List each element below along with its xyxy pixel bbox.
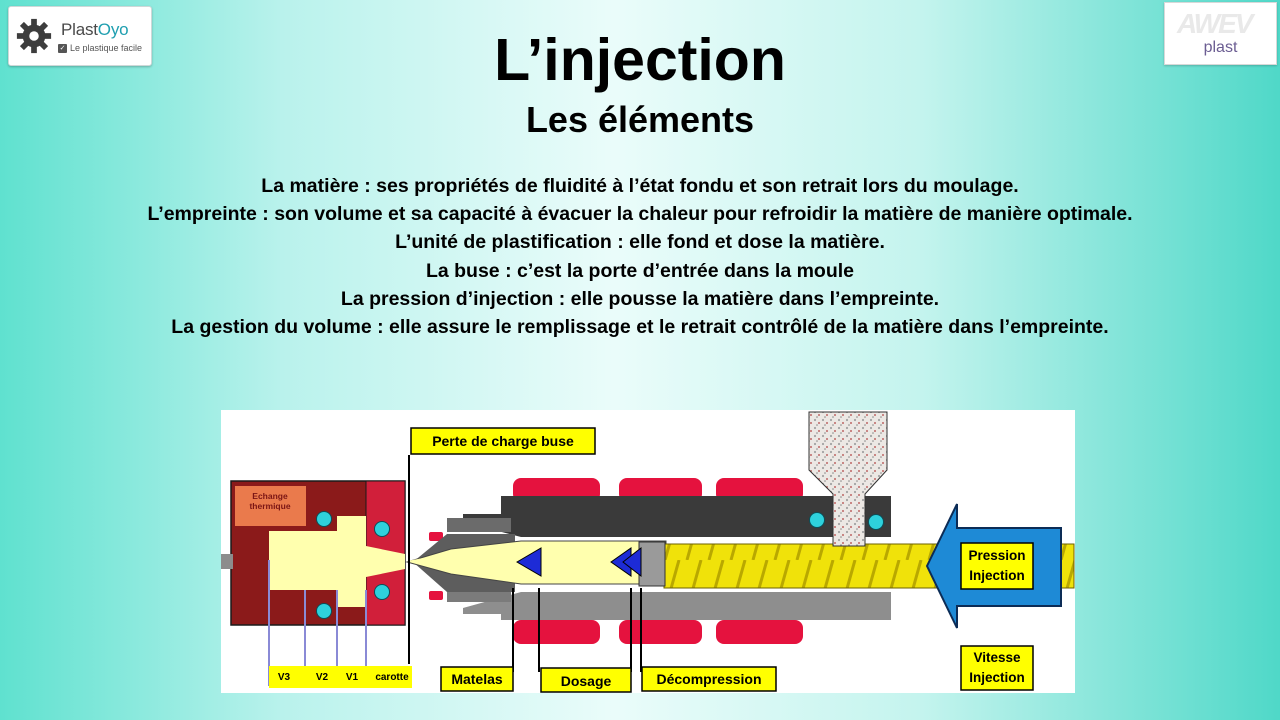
label-v1: V1 bbox=[346, 672, 359, 683]
nozzle-channel bbox=[407, 553, 457, 571]
echange-thermique-box bbox=[235, 486, 306, 526]
logo-brand-name: PlastOyo bbox=[61, 20, 129, 39]
nozzle-heater bbox=[429, 591, 443, 600]
awev-plast-logo: AWEV plast bbox=[1164, 2, 1277, 65]
list-item: La gestion du volume : elle assure le re… bbox=[171, 316, 1109, 339]
gear-icon bbox=[16, 18, 52, 54]
cooling-channel bbox=[316, 511, 332, 527]
vitesse-injection-label bbox=[960, 645, 1034, 691]
page-subtitle: Les éléments bbox=[525, 99, 755, 140]
cooling-channel bbox=[809, 512, 825, 528]
check-ring-cone bbox=[516, 547, 542, 577]
hopper bbox=[808, 411, 888, 547]
label-matelas: Matelas bbox=[451, 671, 503, 687]
matelas-label bbox=[440, 666, 514, 692]
label-v3: V3 bbox=[278, 672, 291, 683]
cooling-channel bbox=[374, 584, 390, 600]
pression-injection-label bbox=[960, 542, 1034, 590]
v-labels-box bbox=[269, 666, 412, 688]
perte-charge-label bbox=[410, 427, 596, 455]
heater-band bbox=[716, 620, 803, 644]
barrel-bottom bbox=[463, 592, 891, 620]
cooling-channel bbox=[868, 514, 884, 530]
cooling-channel bbox=[374, 521, 390, 537]
logo-mark: AWEV bbox=[1177, 8, 1253, 39]
label-echange-1: Echange bbox=[252, 491, 288, 501]
label-pression-2: Injection bbox=[969, 568, 1025, 583]
nozzle-body bbox=[447, 518, 511, 532]
heater-band bbox=[513, 620, 600, 644]
list-item: La matière : ses propriétés de fluidité … bbox=[261, 175, 1019, 197]
nozzle-heater bbox=[429, 532, 443, 541]
label-vitesse-1: Vitesse bbox=[973, 650, 1021, 665]
label-carotte: carotte bbox=[375, 672, 409, 683]
label-perte-charge: Perte de charge buse bbox=[432, 433, 574, 449]
label-echange-2: thermique bbox=[249, 501, 290, 511]
logo-sub: plast bbox=[1203, 39, 1238, 56]
heater-band bbox=[619, 620, 702, 644]
injection-unit-svg: Echange thermique bbox=[221, 410, 1075, 693]
decompression-label bbox=[641, 666, 777, 692]
page-title: L’injection bbox=[494, 27, 786, 93]
logo-tagline: ✓ Le plastique facile bbox=[58, 43, 143, 53]
list-item: La buse : c’est la porte d’entrée dans l… bbox=[425, 259, 855, 282]
label-v2: V2 bbox=[316, 672, 329, 683]
barrel-top bbox=[463, 496, 891, 537]
label-vitesse-2: Injection bbox=[969, 670, 1025, 685]
ejector-pin bbox=[221, 554, 233, 569]
check-ring-cone bbox=[622, 546, 642, 578]
list-item: La pression d’injection : elle pousse la… bbox=[340, 287, 940, 310]
cooling-channel bbox=[316, 603, 332, 619]
label-decompression: Décompression bbox=[656, 671, 761, 687]
screw-tip-ring bbox=[638, 541, 666, 587]
checkbox-icon: ✓ bbox=[58, 43, 67, 53]
list-item: L’empreinte : son volume et sa capacité … bbox=[147, 203, 1133, 226]
label-pression-1: Pression bbox=[968, 548, 1025, 563]
list-item: L’unité de plastification : elle fond et… bbox=[395, 231, 885, 254]
dosage-label bbox=[540, 667, 632, 693]
plastoyo-logo: PlastOyo ✓ Le plastique facile bbox=[8, 6, 152, 66]
injection-diagram: Echange thermique bbox=[221, 410, 1075, 693]
label-dosage: Dosage bbox=[561, 673, 612, 689]
mold-cavity bbox=[269, 516, 405, 607]
elements-list: La matière : ses propriétés de fluidité … bbox=[40, 172, 1240, 341]
